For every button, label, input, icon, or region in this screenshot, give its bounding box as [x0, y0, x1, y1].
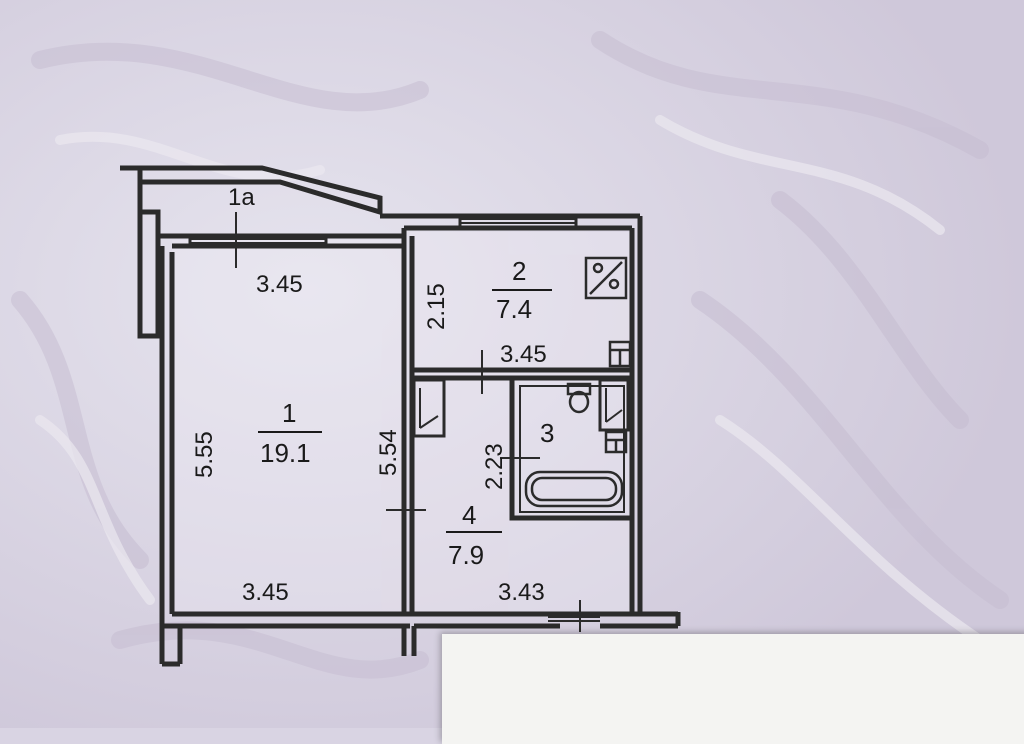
kitchen-sink-icon — [608, 340, 632, 368]
room-1-right-length: 5.54 — [375, 429, 402, 476]
area-fraction-lines — [258, 289, 552, 533]
balcony-dimension: 3.45 — [256, 271, 303, 298]
bathtub-icon — [524, 470, 624, 508]
room-2-area: 7.4 — [496, 294, 532, 324]
balcony-pillar — [137, 209, 161, 339]
windows — [190, 218, 600, 622]
room-3-depth: 2.23 — [481, 443, 508, 490]
floor-plan: 1a 3.45 1 19.1 5.55 5.54 3.45 2 7.4 2.15… — [120, 165, 681, 667]
room-2-depth: 2.15 — [423, 283, 450, 330]
room-4-bottom-width: 3.43 — [498, 579, 545, 606]
room-3-number: 3 — [540, 418, 554, 448]
room-1-left-length: 5.55 — [191, 431, 218, 478]
room-4-number: 4 — [462, 500, 476, 530]
toilet-icon — [566, 382, 592, 414]
room-1-number: 1 — [282, 398, 296, 428]
room-1-bottom-width: 3.45 — [242, 579, 289, 606]
sink-icon — [604, 430, 628, 454]
white-card-overlay — [442, 634, 1024, 744]
walls — [120, 165, 681, 667]
stove-icon — [584, 256, 628, 300]
room-4-area: 7.9 — [448, 540, 484, 570]
dimension-ticks — [235, 212, 581, 632]
room-1-area: 19.1 — [260, 438, 311, 468]
room-2-width: 3.45 — [500, 341, 547, 368]
balcony-number: 1a — [228, 184, 255, 211]
room-2-number: 2 — [512, 256, 526, 286]
cabinet-icons — [419, 388, 623, 429]
bathroom-walls — [509, 375, 635, 521]
